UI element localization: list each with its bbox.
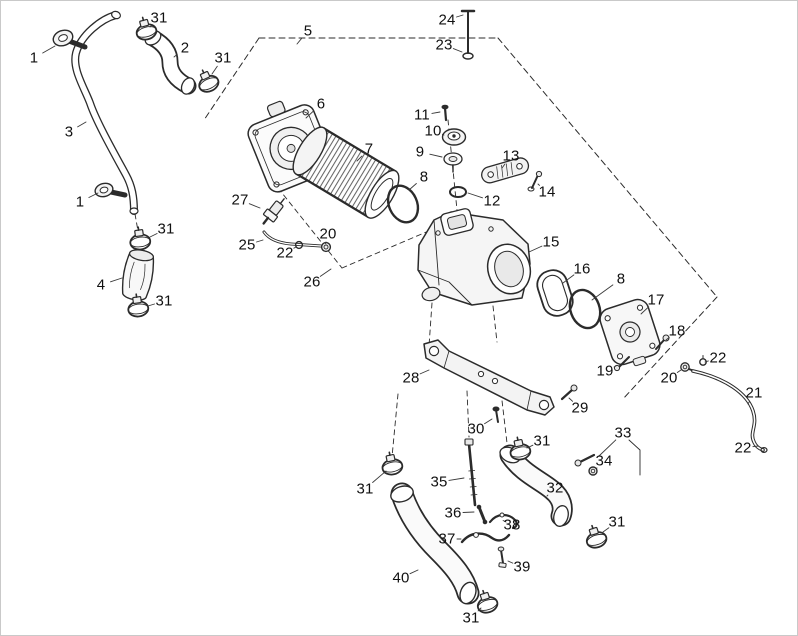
leader-line [640,306,650,315]
leader-line [467,192,483,199]
leader-line [501,163,506,169]
leader-line [704,360,709,363]
leader-line [546,494,549,497]
leader-line [149,24,153,28]
part-9-valve [443,152,463,173]
hose-clamp-31 [192,65,222,96]
leader-line [526,444,534,449]
hose-clamp-31 [127,224,153,252]
leader-line [591,284,614,301]
part-8-oring [568,288,602,330]
leader-line [305,110,315,119]
leader-line [462,511,475,513]
part-2-hose [144,29,197,95]
hose-clamp-31 [581,521,610,552]
part-10-cap [441,128,467,146]
hose-clamp-31 [378,449,405,478]
leader-line [484,418,493,425]
part-34-nut [588,466,598,476]
part-19-bolt [613,356,630,372]
leader-line [507,560,514,564]
part-35-rod [464,438,478,507]
leader-line [88,192,99,198]
leader-line [431,111,441,114]
part-39-bolt [497,546,507,568]
part-22-clip [760,447,768,454]
part-15-housing [417,208,532,306]
part-30-bolt [492,406,500,423]
leader-line [752,445,759,448]
leader-line [747,401,750,405]
part-7-filter-element [292,126,400,219]
leader-line [110,277,123,283]
part-16-gasket [536,269,574,317]
part-1-fitting-lower [94,182,128,198]
leader-line [256,239,264,243]
part-28-bracket [423,339,555,416]
part-22-clip [699,355,707,366]
part-17-end-cover [599,298,661,367]
part-8-oring [386,184,420,224]
part-13-plate [481,157,530,184]
part-25-tube [262,230,323,248]
leader-line [429,153,443,158]
part-23-washer [462,52,474,60]
leader-line [173,53,178,58]
leader-line [568,397,574,402]
part-22-clip [294,240,304,250]
leader-line [409,569,419,575]
leader-line [296,38,302,45]
part-38-strap [488,512,518,530]
leader-line [293,246,297,249]
part-32-hose [499,444,573,527]
leader-line [441,133,445,136]
leader-line [211,65,218,75]
leader-line [408,183,417,191]
leader-line [149,233,158,238]
part-18-bolt [655,334,670,350]
leader-line [537,183,540,186]
part-3-metal-tube [71,10,139,215]
leader-line [502,520,507,523]
leader-line [452,48,463,53]
callout-bracket-line [628,439,641,476]
leader-line [528,245,543,253]
part-29-bolt [560,384,578,401]
leader-line [448,477,465,481]
leader-line [77,121,87,128]
part-12-oring [449,186,467,198]
leader-line [676,369,682,373]
part-20-fitting [680,362,695,372]
kit-boundary-dashed [203,37,718,400]
leader-line [42,45,56,54]
leader-line [319,268,332,277]
part-33-bolt [574,453,596,467]
leader-line [613,365,617,368]
part-36-pin [476,504,488,525]
part-4-hose [121,249,155,301]
part-40-hose [390,482,480,605]
leader-line [372,470,387,483]
leader-line [456,14,464,18]
part-24-stud [460,9,476,54]
leader-lines [42,14,759,612]
part-11-bolt [441,104,449,122]
leader-line [356,155,363,162]
leader-line [248,203,261,209]
leader-line [602,527,610,533]
part-27-sensor [262,198,285,225]
leader-line [147,303,155,307]
leader-line [665,336,670,341]
part-37-strap [460,532,511,544]
part-20-nut [320,241,332,253]
leader-line [562,274,575,284]
part-1-fitting-upper [52,29,88,50]
leader-line [598,439,617,457]
leader-line [477,607,482,612]
part-14-screw [527,170,543,192]
part-21-hose [691,369,765,452]
leader-line [419,369,430,375]
